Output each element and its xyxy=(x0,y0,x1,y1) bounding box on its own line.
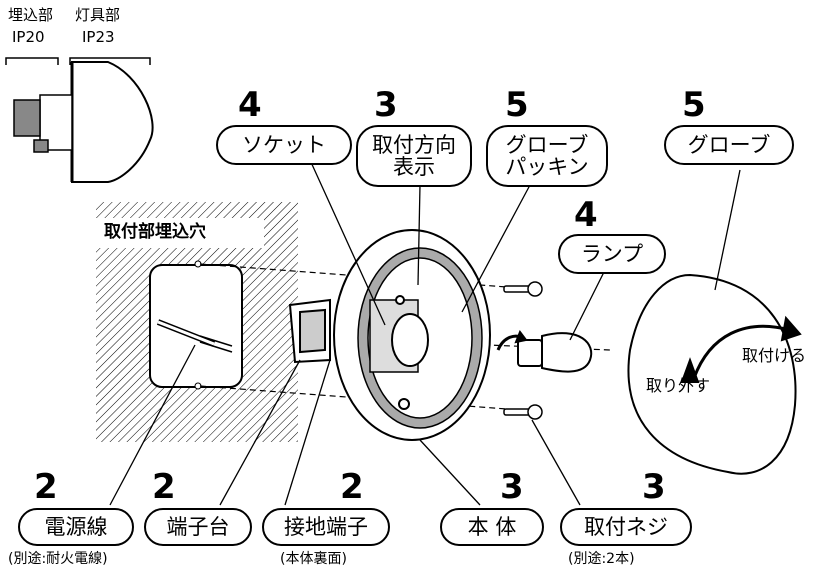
lamp-number: 4 xyxy=(574,195,598,235)
packing-line2: パッキン xyxy=(505,155,589,179)
power-cable-note: (別途:耐火電線) xyxy=(8,551,108,567)
remove-label: 取り外す xyxy=(646,376,711,395)
embed-ip-label: IP20 xyxy=(12,28,45,46)
direction-callout: 取付方向 表示 xyxy=(356,125,472,187)
embed-part-label: 埋込部 xyxy=(8,6,54,24)
light-ip-label: IP23 xyxy=(82,28,115,46)
attach-label: 取付ける xyxy=(742,346,807,365)
power-cable-number: 2 xyxy=(34,467,58,507)
ground-terminal-callout: 接地端子 xyxy=(262,508,390,546)
wall-hatch xyxy=(96,202,298,442)
screw-number: 3 xyxy=(642,467,666,507)
socket-number: 4 xyxy=(238,85,262,125)
power-cable-callout: 電源線 xyxy=(18,508,134,546)
direction-line2: 表示 xyxy=(393,155,435,179)
screw-callout: 取付ネジ xyxy=(560,508,692,546)
ground-terminal-note: (本体裏面) xyxy=(280,551,347,567)
ground-terminal-number: 2 xyxy=(340,467,364,507)
packing-line1: グローブ xyxy=(505,132,589,157)
light-part-label: 灯具部 xyxy=(75,6,121,24)
socket-callout: ソケット xyxy=(216,125,352,165)
side-view-icon xyxy=(5,57,154,183)
globe-number: 5 xyxy=(682,85,706,125)
screw-icon xyxy=(503,281,543,420)
direction-line1: 取付方向 xyxy=(372,132,456,157)
screw-note: (別途:2本) xyxy=(568,551,635,567)
lamp-callout: ランプ xyxy=(558,234,666,274)
packing-callout: グローブ パッキン xyxy=(486,125,608,187)
lamp-bulb-icon xyxy=(496,329,593,373)
terminal-block-callout: 端子台 xyxy=(144,508,252,546)
direction-number: 3 xyxy=(374,85,398,125)
packing-number: 5 xyxy=(505,85,529,125)
body-callout: 本 体 xyxy=(440,508,544,546)
leader-lines xyxy=(109,159,741,506)
body-number: 3 xyxy=(500,467,524,507)
mounting-hole-label: 取付部埋込穴 xyxy=(104,222,206,242)
globe-callout: グローブ xyxy=(664,125,794,165)
terminal-block-number: 2 xyxy=(152,467,176,507)
lamp-body xyxy=(288,229,491,441)
globe-icon xyxy=(627,273,802,475)
